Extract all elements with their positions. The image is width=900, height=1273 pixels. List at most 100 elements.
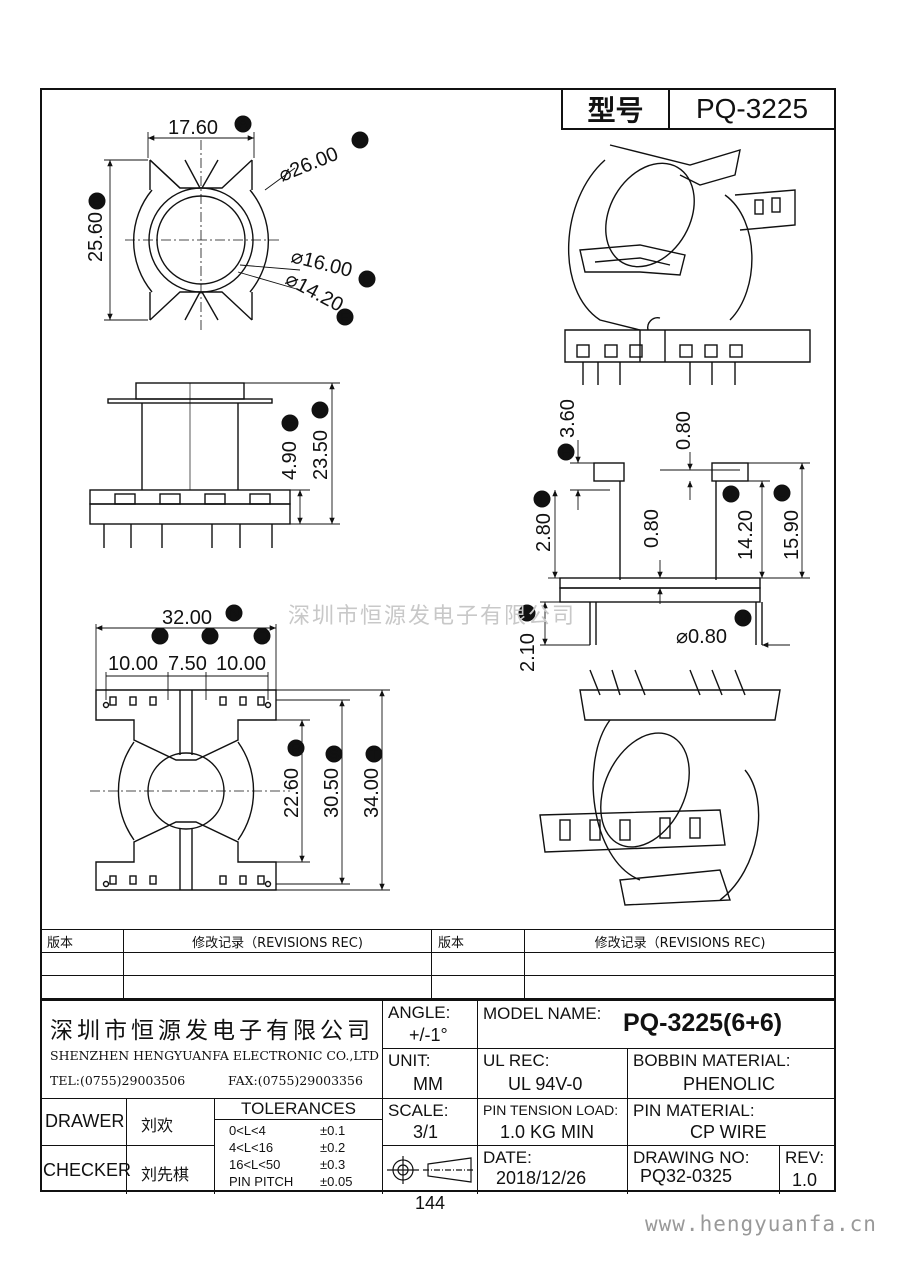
third-angle-projection-icon: [387, 1156, 475, 1184]
isometric-top-view: [564, 144, 811, 385]
svg-text:T: T: [369, 746, 378, 763]
ref-r: R: [287, 739, 305, 757]
pin-material-label: PIN MATERIAL:: [633, 1101, 755, 1120]
model-key: 型号: [563, 90, 670, 128]
ref-o: O: [151, 627, 169, 645]
rev-header-3: 版本: [431, 929, 525, 953]
drawing-frame: [40, 88, 836, 1192]
ul-rec-value: UL 94V-0: [508, 1074, 583, 1094]
drawer-label-cell: DRAWER: [40, 1099, 127, 1146]
company-fax: FAX:(0755)29003356: [228, 1073, 363, 1088]
model-name-label: MODEL NAME:: [483, 1004, 602, 1023]
model-header: 型号 PQ-3225: [561, 88, 836, 130]
svg-text:C: C: [355, 132, 366, 149]
svg-text:F: F: [285, 415, 294, 432]
ref-i: I: [533, 490, 551, 508]
scale-cell: SCALE: 3/1: [383, 1099, 478, 1146]
ref-g: G: [311, 401, 329, 419]
watermark-text: 深圳市恒源发电子有限公司: [288, 604, 577, 629]
model-name-value: PQ-3225(6+6): [623, 1009, 783, 1037]
drawer-value: 刘欢: [141, 1116, 174, 1135]
dim-mid: 0.80: [641, 509, 663, 548]
tol-value-2: ±0.2: [320, 1140, 346, 1155]
drawing-no-label: DRAWING NO:: [633, 1148, 750, 1167]
rev-header-1: 版本: [40, 929, 124, 953]
rev-header-2: 修改记录（REVISIONS REC): [123, 929, 432, 953]
angle-cell: ANGLE: +/-1°: [383, 1001, 478, 1049]
dim-s: 30.50: [321, 768, 343, 818]
rev-header-4: 修改记录（REVISIONS REC): [524, 929, 836, 953]
tolerances-ranges: 0<L<4 4<L<16 16<L<50 PIN PITCH: [229, 1122, 293, 1190]
svg-text:J: J: [523, 605, 531, 622]
dim-i: 2.80: [533, 513, 555, 552]
dim-p: 7.50: [168, 653, 207, 675]
date-cell: DATE: 2018/12/26: [478, 1146, 628, 1194]
ref-t: T: [365, 745, 383, 763]
checker-value-cell: 刘先棋: [127, 1146, 215, 1194]
ul-rec-cell: UL REC: UL 94V-0: [478, 1049, 628, 1099]
tolerances-values: ±0.1 ±0.2 ±0.3 ±0.05: [320, 1122, 352, 1190]
ref-n: N: [225, 604, 243, 622]
dim-a: 17.60: [168, 117, 218, 139]
ref-m: M: [734, 609, 752, 627]
dim-c: ⌀26.00: [276, 143, 342, 187]
pin-material-value: CP WIRE: [690, 1122, 767, 1142]
svg-text:B: B: [92, 193, 102, 210]
tol-range-1: 0<L<4: [229, 1123, 266, 1138]
checker-value: 刘先棋: [141, 1165, 190, 1184]
svg-text:O: O: [155, 628, 167, 645]
svg-text:D: D: [362, 271, 373, 288]
svg-text:E: E: [340, 309, 350, 326]
tol-range-3: 16<L<50: [229, 1157, 281, 1172]
ref-d: D: [358, 270, 376, 288]
rev-cell: REV: 1.0: [780, 1146, 836, 1194]
dim-b: 25.60: [85, 212, 107, 262]
model-name-cell: MODEL NAME: PQ-3225(6+6): [478, 1001, 836, 1049]
unit-cell: UNIT: MM: [383, 1049, 478, 1099]
company-cn: 深圳市恒源发电子有限公司: [50, 1018, 374, 1044]
tol-value-3: ±0.3: [320, 1157, 346, 1172]
svg-text:H: H: [561, 444, 572, 461]
unit-value: MM: [413, 1074, 443, 1094]
ref-l: L: [773, 484, 791, 502]
pin-tension-label: PIN TENSION LOAD:: [483, 1102, 619, 1118]
dim-r: 22.60: [281, 768, 303, 818]
angle-label: ANGLE:: [388, 1003, 451, 1022]
page-number: 144: [415, 1193, 446, 1213]
dim-n: 32.00: [162, 607, 212, 629]
projection-symbol-cell: [383, 1146, 478, 1194]
model-value: PQ-3225: [695, 93, 809, 124]
drawing-no-value: PQ32-0325: [640, 1166, 733, 1186]
checker-label: CHECKER: [43, 1160, 132, 1180]
date-value: 2018/12/26: [496, 1168, 587, 1188]
svg-text:Q: Q: [257, 628, 269, 645]
ref-s: S: [325, 745, 343, 763]
pin-tension-value: 1.0 KG MIN: [500, 1122, 595, 1142]
drawer-value-cell: 刘欢: [127, 1099, 215, 1146]
dim-l: 15.90: [781, 510, 803, 560]
svg-text:N: N: [229, 605, 240, 622]
angle-value: +/-1°: [409, 1025, 448, 1045]
dim-j: 2.10: [517, 633, 539, 672]
svg-text:I: I: [539, 491, 543, 508]
unit-label: UNIT:: [388, 1051, 431, 1070]
company-tel: TEL:(0755)29003506: [50, 1073, 186, 1088]
svg-text:G: G: [315, 402, 327, 419]
tolerances-cell: TOLERANCES 0<L<4 4<L<16 16<L<50 PIN PITC…: [215, 1099, 383, 1194]
tol-value-4: ±0.05: [320, 1174, 353, 1189]
ref-c: C: [351, 131, 369, 149]
company-cell: 深圳市恒源发电子有限公司 SHENZHEN HENGYUANFA ELECTRO…: [40, 1001, 383, 1099]
pin-material-cell: PIN MATERIAL: CP WIRE: [628, 1099, 836, 1146]
ref-j: J: [518, 604, 536, 622]
company-en: SHENZHEN HENGYUANFA ELECTRONIC CO.,LTD: [50, 1048, 380, 1063]
ref-p: P: [201, 627, 219, 645]
ref-q: Q: [253, 627, 271, 645]
tol-range-4: PIN PITCH: [229, 1174, 294, 1189]
rev-label: REV:: [785, 1148, 825, 1167]
drawing-no-cell: DRAWING NO: PQ32-0325: [628, 1146, 780, 1194]
ref-e: E: [336, 308, 354, 326]
dim-h: 3.60: [557, 399, 579, 438]
dim-m: ⌀0.80: [676, 626, 727, 648]
ref-b: B: [88, 192, 106, 210]
